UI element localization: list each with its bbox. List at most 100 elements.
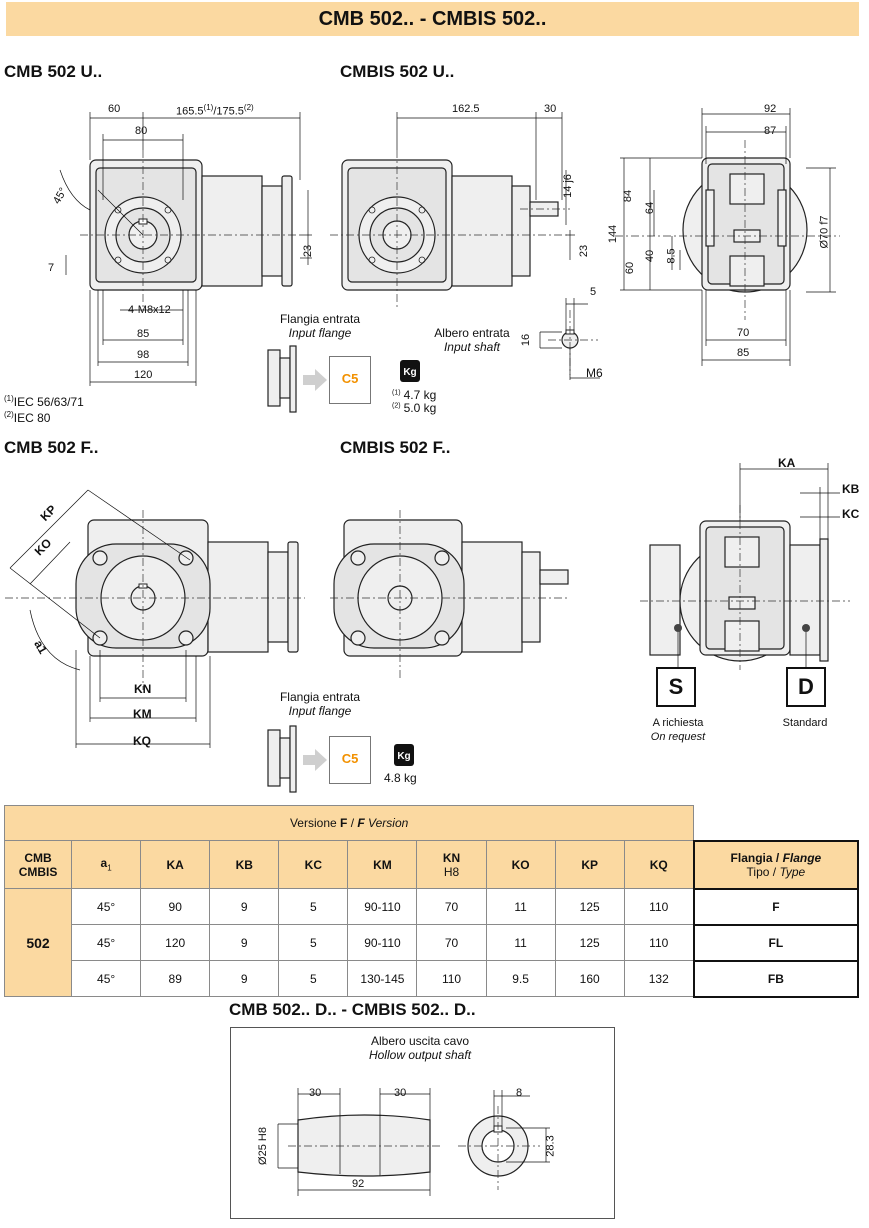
- dim-kb: KB: [842, 482, 860, 496]
- c5-document-icon: C5: [329, 356, 371, 404]
- table-col-ko: KO: [485, 840, 556, 889]
- standard-label: Standard: [782, 717, 828, 729]
- table-col-kc: KC: [278, 840, 349, 889]
- table-col-kp: KP: [554, 840, 625, 889]
- page-title: CMB 502.. - CMBIS 502..: [6, 2, 859, 36]
- table-cell: 45°: [71, 888, 142, 925]
- table-cell: 11: [485, 888, 556, 925]
- table-cell-flange: F: [692, 887, 860, 926]
- table-col-km: KM: [347, 840, 418, 889]
- dim-98: 98: [137, 349, 150, 361]
- arrow-right-icon-f: [303, 749, 327, 771]
- dim-km: KM: [133, 707, 152, 721]
- dim-m6: M6: [586, 366, 603, 380]
- table-version-header: Versione F / F Version: [3, 805, 695, 841]
- dim-ka: KA: [778, 456, 796, 470]
- option-d-badge: D: [786, 667, 826, 707]
- dim-hollow-30a: 30: [309, 1087, 322, 1099]
- table-cell: 11: [485, 924, 556, 961]
- option-s-badge: S: [656, 667, 696, 707]
- table-cell: 9: [209, 888, 280, 925]
- weight-icon-f: Kg: [394, 744, 414, 766]
- table-cell: 9: [209, 924, 280, 961]
- dim-hollow-92: 92: [352, 1178, 365, 1190]
- weight-u1: (1) 4.7 kg: [392, 388, 437, 402]
- drawing-cmb-f: [5, 489, 305, 748]
- dim-kq: KQ: [133, 734, 151, 748]
- table-cell: 110: [623, 924, 695, 961]
- dim-hollow-30b: 30: [394, 1087, 407, 1099]
- dim-60b: 60: [624, 261, 637, 275]
- dim-70: 70: [737, 327, 750, 339]
- flange-icon-f: [267, 725, 297, 793]
- table-cell: 125: [554, 924, 625, 961]
- table-cell: 90-110: [347, 888, 418, 925]
- table-cell: 90: [140, 888, 211, 925]
- weight-u2: (2) 5.0 kg: [392, 401, 437, 415]
- dim-64: 64: [644, 201, 657, 215]
- table-col-ka: KA: [140, 840, 211, 889]
- dim-hollow-8: 8: [516, 1087, 523, 1099]
- table-cell: 5: [278, 924, 349, 961]
- dim-87: 87: [764, 125, 777, 137]
- dim-85b: 85: [737, 347, 750, 359]
- table-row: 45° 120 9 5 90-110 70 11 125 110 FL: [5, 923, 860, 962]
- c5-document-icon-f: C5: [329, 736, 371, 784]
- table-cell-flange: FL: [692, 923, 860, 962]
- table-cell: 90-110: [347, 924, 418, 961]
- dim-5: 5: [590, 286, 597, 298]
- section-title-cmbis-f: CMBIS 502 F..: [340, 438, 451, 457]
- dim-144: 144: [607, 224, 620, 244]
- flange-icon: [267, 345, 297, 413]
- drawing-side-f: [640, 463, 850, 670]
- table-cell: 45°: [71, 924, 142, 961]
- table-col-kq: KQ: [623, 840, 695, 889]
- section-title-cmbis-u: CMBIS 502 U..: [340, 62, 455, 81]
- note-iec-1: (1)IEC 56/63/71: [4, 394, 84, 409]
- dim-80: 80: [135, 125, 148, 137]
- table-cell: 120: [140, 924, 211, 961]
- dim-16: 16: [520, 333, 533, 347]
- dim-30: 30: [544, 103, 557, 115]
- dim-40: 40: [644, 249, 657, 263]
- arrow-right-icon: [303, 369, 327, 391]
- dim-m8: 4-M8x12: [128, 304, 171, 316]
- dim-23b: 23: [578, 244, 591, 258]
- section-title-cmb-u: CMB 502 U..: [4, 62, 103, 81]
- table-cell: 160: [554, 960, 625, 997]
- table-cell: 9.5: [485, 960, 556, 997]
- weight-f: 4.8 kg: [384, 771, 417, 785]
- dim-165: 165.5(1)/175.5(2): [176, 103, 254, 118]
- note-iec-2: (2)IEC 80: [4, 410, 51, 425]
- table-col-a1: a1: [71, 840, 142, 889]
- input-shaft-drawing: [539, 298, 600, 380]
- drawing-cmbis-f: [330, 510, 570, 680]
- table-cell: 70: [416, 924, 487, 961]
- dim-85: 85: [137, 328, 150, 340]
- section-title-cmb-f: CMB 502 F..: [4, 438, 99, 457]
- table-row: 45° 89 9 5 130-145 110 9.5 160 132 FB: [5, 959, 860, 998]
- dim-120: 120: [134, 369, 153, 381]
- dim-14j6: 14 j6: [561, 174, 574, 198]
- table-cell: 89: [140, 960, 211, 997]
- dim-92: 92: [764, 103, 777, 115]
- dim-kc: KC: [842, 507, 860, 521]
- table-col-kb: KB: [209, 840, 280, 889]
- table-cell: 132: [623, 960, 695, 997]
- table-col-flange: Flangia / Flange Tipo / Type: [692, 839, 860, 890]
- hollow-shaft-drawing: [277, 1088, 550, 1196]
- dim-7: 7: [48, 262, 55, 274]
- table-row: 502 45° 90 9 5 90-110 70 11 125 110 F: [3, 887, 860, 997]
- dim-hollow-25h8: Ø25 H8: [256, 1127, 269, 1165]
- dim-84: 84: [622, 189, 635, 203]
- dim-60: 60: [108, 103, 121, 115]
- dim-70f7: Ø70 f7: [818, 215, 831, 249]
- dim-162: 162.5: [452, 103, 480, 115]
- drawing-cmbis-u: [330, 112, 575, 310]
